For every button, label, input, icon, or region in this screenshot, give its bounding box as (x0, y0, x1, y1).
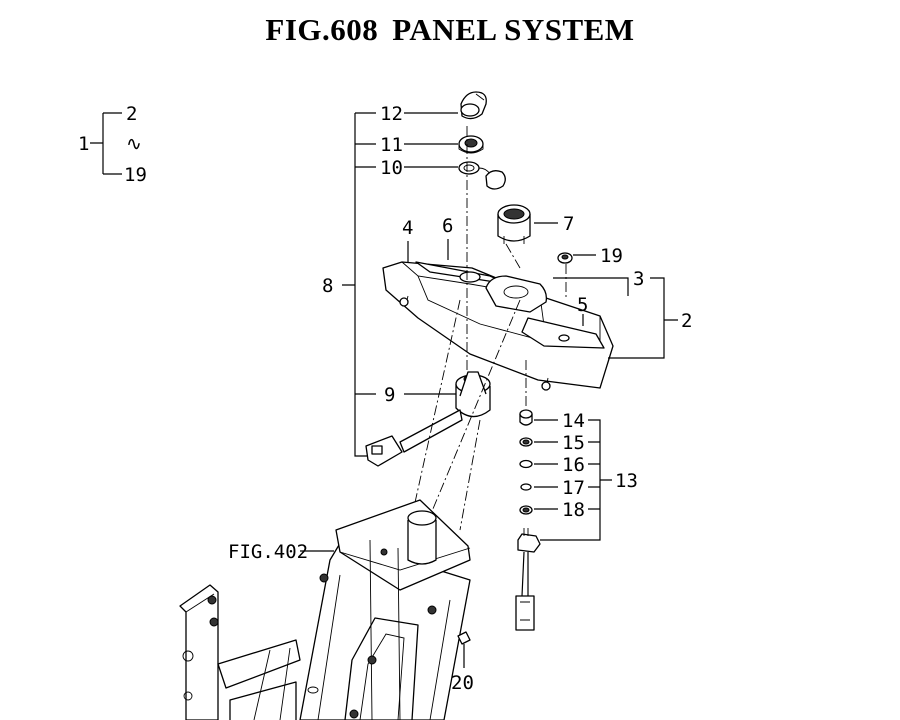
callout-9: 9 (384, 384, 395, 406)
callout-14: 14 (562, 410, 585, 432)
frame-reference-label: FIG.402 (228, 541, 308, 563)
gauge-part (497, 204, 558, 244)
callout-6: 6 (442, 215, 453, 237)
callout-18: 18 (562, 499, 585, 521)
knob-cap-part (460, 91, 487, 120)
bracket-2 (608, 277, 678, 359)
legend-last-number: 19 (124, 164, 147, 186)
panel-housing (382, 239, 629, 391)
callout-2: 2 (681, 310, 692, 332)
callout-7: 7 (563, 213, 574, 235)
callout-15: 15 (562, 432, 585, 454)
page-title: FIG.608 PANEL SYSTEM (0, 12, 900, 48)
callout-labels: 12 11 10 7 4 6 19 3 5 2 8 9 14 15 16 17 … (228, 103, 692, 694)
figure-number: FIG.608 (265, 12, 379, 47)
nut-part (458, 135, 484, 154)
callout-19: 19 (600, 245, 623, 267)
callout-16: 16 (562, 454, 585, 476)
callout-10: 10 (380, 157, 403, 179)
legend-first-number: 2 (126, 103, 137, 125)
callout-4: 4 (402, 217, 413, 239)
callout-11: 11 (380, 134, 403, 156)
callout-20: 20 (451, 672, 474, 694)
washer-part (458, 161, 506, 190)
grommet-part (557, 252, 596, 264)
callout-13: 13 (615, 470, 638, 492)
legend-assembly-number: 1 (78, 133, 89, 155)
bolt-part (457, 631, 471, 668)
callout-12: 12 (380, 103, 403, 125)
callout-3: 3 (633, 268, 644, 290)
callout-5: 5 (577, 294, 588, 316)
switch-kit-parts (515, 409, 541, 631)
frame-part (179, 499, 471, 720)
legend-range-symbol: ∿ (126, 133, 142, 155)
bracket-13 (534, 419, 612, 541)
bracket-8 (342, 112, 458, 457)
callout-17: 17 (562, 477, 585, 499)
callout-8: 8 (322, 275, 333, 297)
assembly-legend: 1 2 ∿ 19 (78, 103, 147, 186)
figure-name: PANEL SYSTEM (392, 12, 635, 47)
